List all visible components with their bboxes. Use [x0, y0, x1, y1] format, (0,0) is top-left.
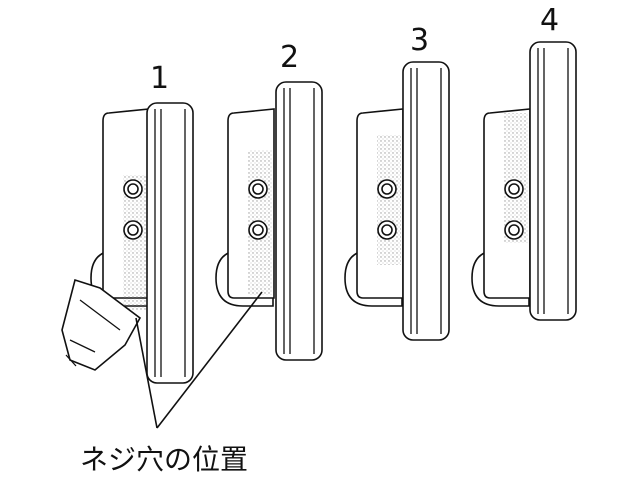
device-2: [215, 81, 323, 361]
screw-inner-1: [252, 183, 264, 195]
position-label-2: 2: [280, 40, 299, 75]
screw-inner-1: [508, 183, 520, 195]
screw-inner-2: [381, 224, 393, 236]
front-panel: [529, 41, 577, 321]
position-label-4: 4: [540, 3, 559, 38]
device-1: [90, 102, 194, 384]
position-label-1: 1: [150, 61, 169, 96]
screw-inner-2: [252, 224, 264, 236]
front-panel: [402, 61, 450, 341]
device-3: [344, 61, 450, 341]
screw-hole-caption: ネジ穴の位置: [80, 443, 249, 476]
bracket-body: [61, 278, 142, 371]
screw-inner-1: [381, 183, 393, 195]
wall-bracket: [61, 278, 142, 371]
screw-hole-area: [377, 135, 401, 265]
bracket-detail: [65, 299, 121, 367]
front-panel: [275, 81, 323, 361]
screw-inner-2: [127, 224, 139, 236]
front-panel: [146, 102, 194, 384]
leader-line-1: [135, 317, 158, 429]
leader-line-2: [156, 291, 263, 429]
position-label-3: 3: [410, 23, 429, 58]
device-4: [471, 41, 577, 321]
screw-inner-1: [127, 183, 139, 195]
screw-inner-2: [508, 224, 520, 236]
